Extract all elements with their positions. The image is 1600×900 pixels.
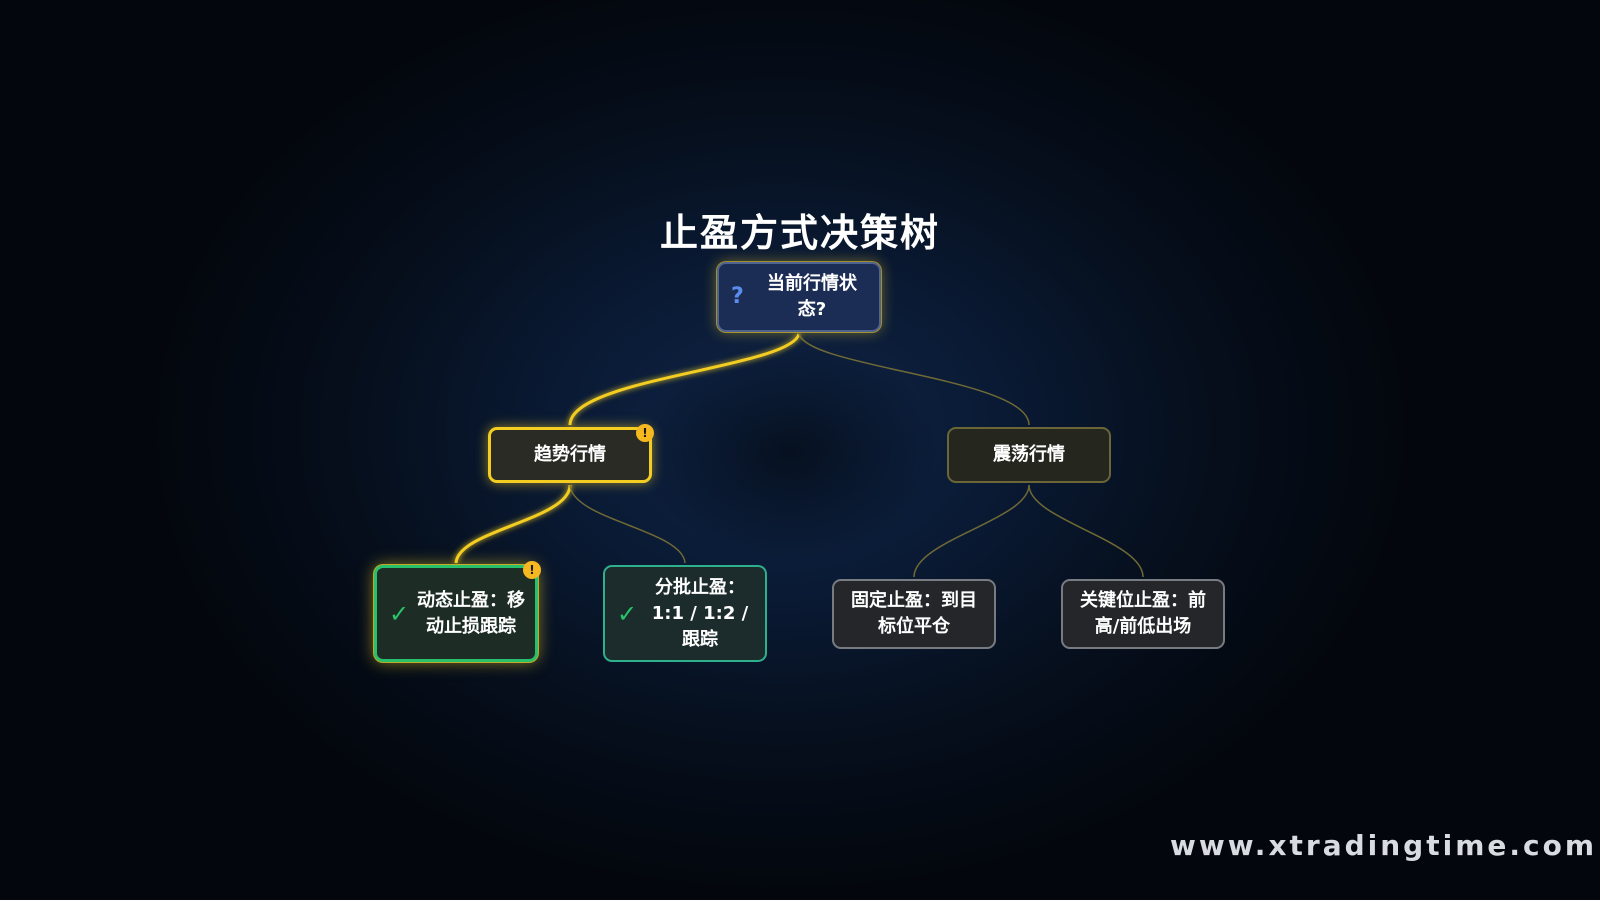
node-current-market-state[interactable]: ? 当前行情状态? [717,262,881,332]
connector-range-key [1028,484,1144,578]
node-label: 固定止盈：到目标位平仓 [851,590,977,637]
diagram-title: 止盈方式决策树 [659,211,940,255]
connector-trend-batch [569,484,686,564]
connector-root-range [798,333,1030,426]
warning-icon: ! [523,561,541,579]
node-label: 震荡行情 [993,444,1065,465]
checkmark-icon: ✓ [617,599,638,628]
node-dynamic-take-profit[interactable]: ✓ 动态止盈：移动止损跟踪 [374,565,538,662]
node-range-market[interactable]: 震荡行情 [947,427,1111,483]
node-label: 分批止盈：1:1 / 1:2 / 跟踪 [651,576,749,650]
connector-trend-dynamic [454,484,572,564]
warning-icon: ! [636,424,654,442]
checkmark-icon: ✓ [389,599,410,628]
node-label: 动态止盈：移动止损跟踪 [417,589,525,637]
node-label: 当前行情状态? [767,273,857,320]
node-trend-market[interactable]: 趋势行情 [488,427,652,483]
watermark-url: www.xtradingtime.com [1170,829,1598,862]
node-label: 关键位止盈：前高/前低出场 [1080,590,1206,637]
node-fixed-take-profit[interactable]: 固定止盈：到目标位平仓 [832,579,996,649]
question-icon: ? [731,284,744,309]
node-label: 趋势行情 [534,444,606,465]
node-batch-take-profit[interactable]: ✓ 分批止盈：1:1 / 1:2 / 跟踪 [603,565,767,662]
connector-range-fixed [913,484,1030,578]
node-key-level-take-profit[interactable]: 关键位止盈：前高/前低出场 [1061,579,1225,649]
connector-root-trend [568,333,801,426]
